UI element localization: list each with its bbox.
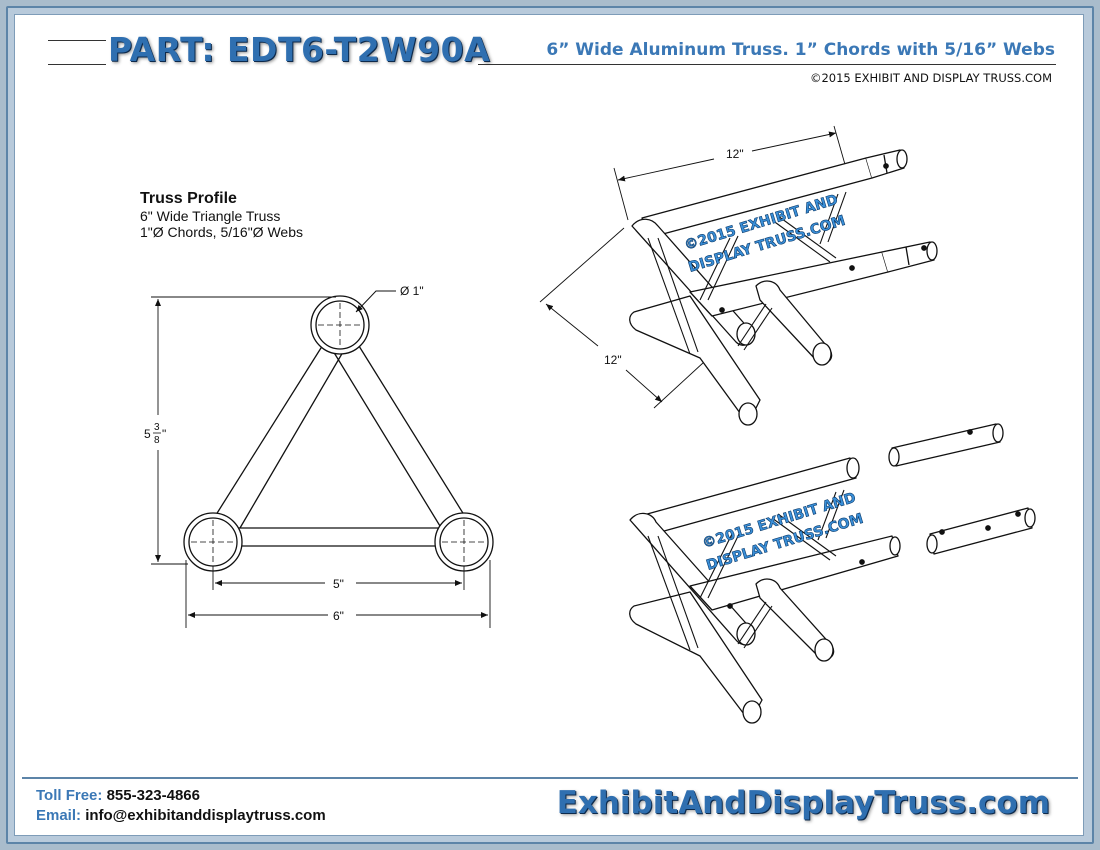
iso-bottom-webs bbox=[647, 489, 845, 651]
footer: Toll Free: 855-323-4866 Email: info@exhi… bbox=[22, 777, 1078, 833]
email-link[interactable]: info@exhibitanddisplaytruss.com bbox=[85, 807, 326, 824]
center-marks bbox=[191, 303, 486, 564]
header-rule-right bbox=[478, 64, 1056, 65]
outer-width-label: 6" bbox=[333, 609, 344, 623]
iso-top-dimensions bbox=[539, 125, 847, 409]
iso-top-drawing bbox=[539, 125, 938, 426]
iso-bottom-drawing bbox=[629, 423, 1036, 724]
height-label-unit: " bbox=[162, 427, 166, 441]
iso-top-width-label: 12" bbox=[604, 353, 622, 367]
chord-dim-leader bbox=[355, 290, 396, 313]
toll-free-label: Toll Free: bbox=[36, 787, 103, 804]
header-rule-left-lower bbox=[48, 64, 106, 65]
height-label-whole: 5 bbox=[144, 427, 151, 441]
chord-diameter-label: Ø 1" bbox=[400, 284, 424, 298]
part-title: PART: EDT6-T2W90A bbox=[108, 30, 491, 69]
profile-specs: 1"Ø Chords, 5/16"Ø Webs bbox=[140, 224, 303, 240]
truss-profile-drawing bbox=[151, 290, 494, 628]
drawing-sheet bbox=[14, 14, 1084, 836]
header-rule-left bbox=[48, 40, 106, 41]
profile-webs bbox=[213, 337, 467, 547]
iso-top-webs bbox=[647, 191, 847, 355]
width-dimensions bbox=[185, 560, 491, 628]
height-dimension bbox=[151, 296, 336, 565]
height-label-denominator: 8 bbox=[154, 435, 160, 446]
inner-width-label: 5" bbox=[333, 577, 344, 591]
toll-free-number[interactable]: 855-323-4866 bbox=[106, 787, 200, 804]
email-label: Email: bbox=[36, 807, 82, 824]
toll-free-line: Toll Free: 855-323-4866 bbox=[36, 787, 200, 804]
iso-top-length-label: 12" bbox=[726, 147, 744, 161]
email-line: Email: info@exhibitanddisplaytruss.com bbox=[36, 807, 326, 824]
copyright-notice: ©2015 EXHIBIT AND DISPLAY TRUSS.COM bbox=[809, 71, 1052, 85]
height-label-numerator: 3 bbox=[154, 422, 160, 433]
brand-website[interactable]: ExhibitAndDisplayTruss.com bbox=[556, 785, 1050, 821]
profile-heading: Truss Profile bbox=[140, 190, 237, 207]
profile-description: 6" Wide Triangle Truss bbox=[140, 208, 281, 224]
part-subtitle: 6” Wide Aluminum Truss. 1” Chords with 5… bbox=[546, 40, 1055, 60]
